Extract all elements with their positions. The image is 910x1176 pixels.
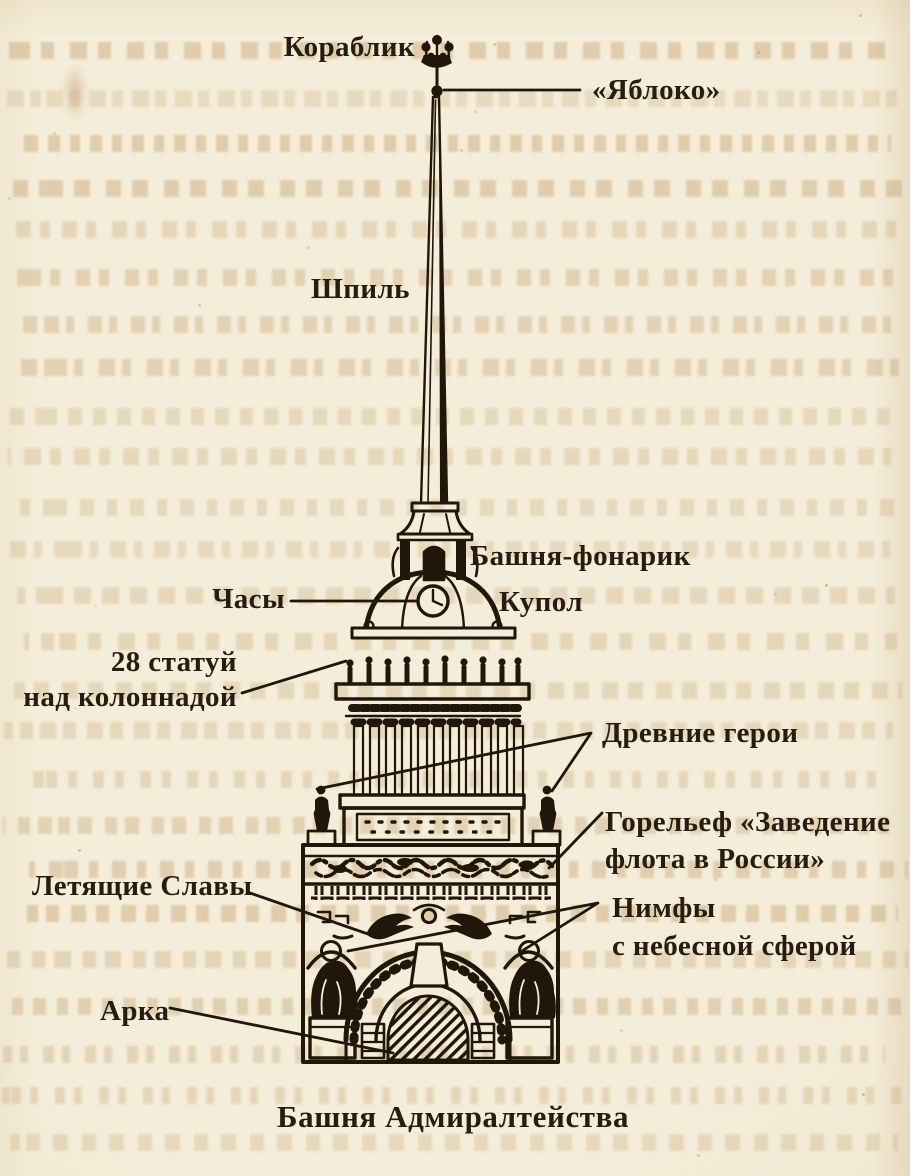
- lantern-tower-shape: [391, 501, 479, 582]
- hero-statue-right: [531, 785, 562, 847]
- hero-statue-left: [306, 785, 337, 847]
- label-relief: Горельеф «Заведение флота в России»: [605, 804, 890, 878]
- attic-panel: [342, 806, 524, 847]
- label-clock: Часы: [212, 583, 285, 615]
- label-nymphs-line1: Нимфы: [612, 892, 716, 924]
- paper-stain: [62, 62, 88, 122]
- spire-shape: [419, 95, 449, 505]
- nymphs-statue-right: [503, 940, 556, 1060]
- arch-shape: [343, 942, 513, 1062]
- label-arch: Арка: [100, 995, 170, 1027]
- leader-arch: [168, 1006, 395, 1055]
- label-dome: Купол: [499, 586, 583, 618]
- leader-relief: [547, 811, 604, 870]
- statues-row: [346, 655, 522, 686]
- wall-mark-left: [316, 910, 350, 925]
- apple-ball: [431, 85, 443, 97]
- relief-band: [309, 857, 555, 879]
- label-statues: 28 статуй над колоннадой: [23, 645, 237, 715]
- label-relief-line1: Горельеф «Заведение: [605, 806, 891, 838]
- label-spire: Шпиль: [311, 273, 410, 305]
- label-heroes: Древние герои: [602, 717, 799, 749]
- label-lantern: Башня-фонарик: [470, 540, 691, 572]
- nymphs-statue-left: [306, 940, 358, 1060]
- label-nymphs: Нимфы с небесной сферой: [612, 889, 857, 965]
- label-ship: Кораблик: [283, 31, 415, 63]
- dentil-band: [311, 886, 551, 900]
- leader-heroes: [315, 731, 593, 793]
- label-statues-line1: 28 статуй: [110, 646, 237, 678]
- tower-base-cube: [301, 843, 560, 1064]
- leader-statues: [240, 659, 348, 695]
- flying-glories-figures: [332, 903, 526, 940]
- label-relief-line2: флота в России»: [605, 843, 826, 875]
- label-apple: «Яблоко»: [592, 74, 721, 106]
- ship-weathervane-icon: [421, 34, 454, 87]
- arch-stairs-right: [470, 1022, 496, 1060]
- clock-face: [416, 584, 450, 618]
- leader-glories: [248, 891, 370, 936]
- leader-nymphs: [346, 901, 600, 953]
- figure-caption: Башня Адмиралтейства: [277, 1099, 630, 1134]
- label-glories: Летящие Славы: [32, 870, 253, 902]
- label-nymphs-line2: с небесной сферой: [612, 930, 857, 962]
- label-statues-line2: над колоннадой: [23, 681, 237, 713]
- dome-shape: [350, 569, 517, 640]
- arch-stairs-left: [360, 1022, 386, 1060]
- colonnade: [334, 682, 531, 810]
